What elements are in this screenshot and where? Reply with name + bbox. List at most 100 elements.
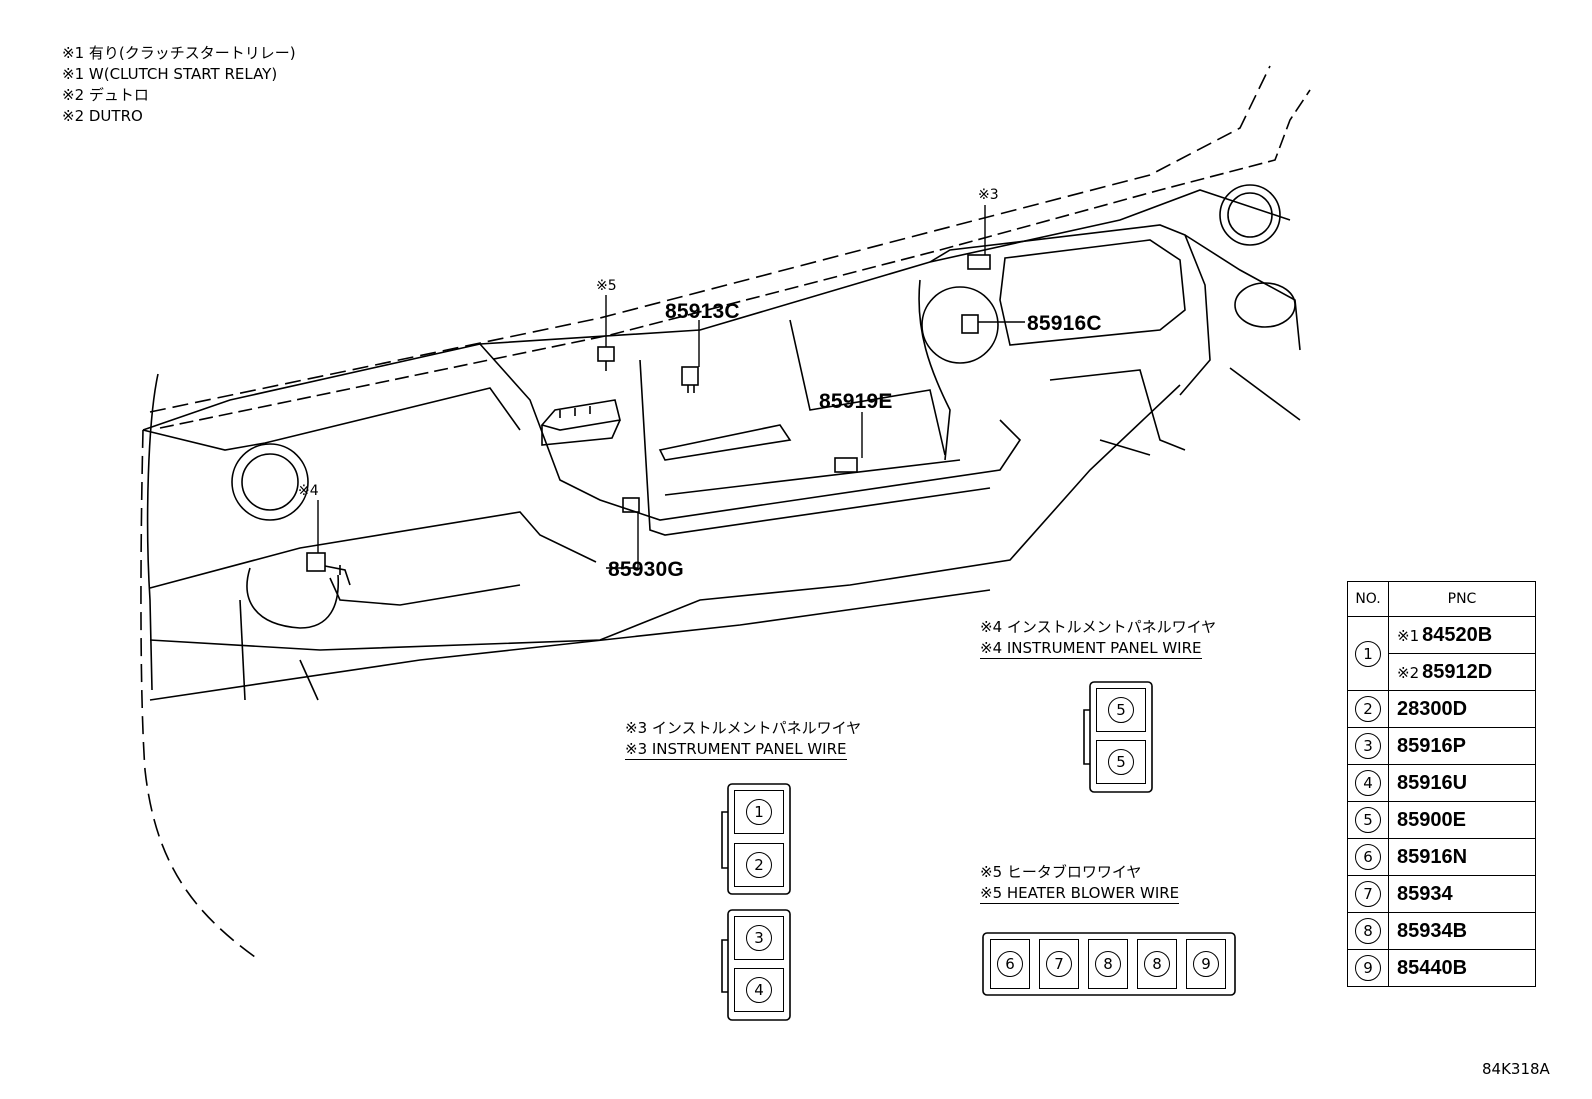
table-row: 6 85916N (1347, 838, 1536, 876)
row-prefix: ※2 (1397, 663, 1420, 682)
slot-box: 4 (734, 968, 784, 1012)
wire3-title: ※3 インストルメントパネルワイヤ ※3 INSTRUMENT PANEL WI… (625, 718, 861, 760)
row-number-cell: 6 (1347, 838, 1389, 876)
row-number-cell: 4 (1347, 764, 1389, 802)
row-number: 7 (1355, 881, 1381, 907)
table-row: 5 85900E (1347, 801, 1536, 839)
connector-85930G (622, 497, 640, 513)
slot-number: 3 (746, 925, 772, 951)
connector-box-wire3 (721, 783, 791, 1021)
note-2-en: ※2 DUTRO (62, 107, 143, 125)
wire5-title-jp: ※5 ヒータブロワワイヤ (980, 863, 1142, 881)
table-row: 2 28300D (1347, 690, 1536, 728)
row-number: 8 (1355, 918, 1381, 944)
row-number: 5 (1355, 807, 1381, 833)
slot-box: 8 (1137, 939, 1177, 989)
row-pnc: 85916N (1388, 838, 1536, 876)
row-number-cell: 5 (1347, 801, 1389, 839)
row-pnc: 85934 (1388, 875, 1536, 913)
slot-number: 8 (1144, 951, 1170, 977)
row-pnc: 84520B (1422, 623, 1493, 646)
notes-block: ※1 有り(クラッチスタートリレー) ※1 W(CLUTCH START REL… (62, 43, 296, 127)
table-row: 4 85916U (1347, 764, 1536, 802)
slot-number: 7 (1046, 951, 1072, 977)
row-number: 3 (1355, 733, 1381, 759)
slot-number: 1 (746, 799, 772, 825)
junction-block (540, 399, 621, 446)
connector-ref4-component (306, 552, 351, 586)
label-ref5: ※5 (596, 278, 617, 294)
slot-number: 2 (746, 852, 772, 878)
header-no: NO. (1347, 581, 1389, 617)
connector-box-wire5 (982, 932, 1236, 996)
slot-box: 5 (1096, 740, 1146, 784)
row-pnc: 85916U (1388, 764, 1536, 802)
row-number-cell: 9 (1347, 949, 1389, 987)
label-85913C: 85913C (665, 300, 740, 323)
row-pnc: 85916P (1388, 727, 1536, 765)
row-number: 2 (1355, 696, 1381, 722)
note-1-en: ※1 W(CLUTCH START RELAY) (62, 65, 278, 83)
row-number: 4 (1355, 770, 1381, 796)
relay-85913C (681, 366, 699, 393)
table-header-row: NO. PNC (1347, 581, 1536, 617)
slot-box: 1 (734, 790, 784, 834)
row-number-cell: 8 (1347, 912, 1389, 950)
wire3-title-jp: ※3 インストルメントパネルワイヤ (625, 719, 862, 737)
slot-box: 7 (1039, 939, 1079, 989)
slot-number: 5 (1108, 697, 1134, 723)
connector-ref3-component (967, 254, 991, 270)
figure-code: 84K318A (1482, 1060, 1550, 1078)
table-row: 8 85934B (1347, 912, 1536, 950)
slot-box: 5 (1096, 688, 1146, 732)
row-pnc: 85912D (1422, 660, 1493, 683)
row-number-cell: 3 (1347, 727, 1389, 765)
row-number-cell: 1 (1347, 616, 1389, 691)
wire5-title-en: ※5 HEATER BLOWER WIRE (980, 884, 1180, 904)
label-85919E: 85919E (819, 390, 893, 413)
row-number-cell: 2 (1347, 690, 1389, 728)
wire4-title-en: ※4 INSTRUMENT PANEL WIRE (980, 639, 1202, 659)
row-pnc: 28300D (1388, 690, 1536, 728)
label-85930G: 85930G (608, 558, 684, 581)
connector-ref5-component (597, 346, 615, 371)
table-row: 7 85934 (1347, 875, 1536, 913)
row-number: 9 (1355, 955, 1381, 981)
note-1-jp: ※1 有り(クラッチスタートリレー) (62, 44, 296, 62)
slot-number: 6 (997, 951, 1023, 977)
row-number-cell: 7 (1347, 875, 1389, 913)
slot-box: 3 (734, 916, 784, 960)
label-85916C: 85916C (1027, 312, 1102, 335)
row-pnc: 85900E (1388, 801, 1536, 839)
note-2-jp: ※2 デュトロ (62, 86, 149, 104)
table-row: 9 85440B (1347, 949, 1536, 987)
wire4-title: ※4 インストルメントパネルワイヤ ※4 INSTRUMENT PANEL WI… (980, 617, 1216, 659)
row-number: 1 (1355, 640, 1381, 667)
slot-box: 2 (734, 843, 784, 887)
wire4-title-jp: ※4 インストルメントパネルワイヤ (980, 618, 1217, 636)
wire3-title-en: ※3 INSTRUMENT PANEL WIRE (625, 740, 847, 760)
label-ref3: ※3 (978, 187, 999, 203)
connector-box-wire4 (1083, 681, 1153, 793)
slot-number: 9 (1193, 951, 1219, 977)
label-ref4: ※4 (298, 483, 319, 499)
row-pnc: 85934B (1388, 912, 1536, 950)
dashboard-outline (140, 65, 1311, 958)
row-prefix: ※1 (1397, 626, 1420, 645)
wire5-title: ※5 ヒータブロワワイヤ ※5 HEATER BLOWER WIRE (980, 862, 1180, 904)
row-pnc: 85440B (1388, 949, 1536, 987)
slot-number: 5 (1108, 749, 1134, 775)
header-pnc: PNC (1388, 581, 1536, 617)
slot-box: 9 (1186, 939, 1226, 989)
slot-number: 4 (746, 977, 772, 1003)
connector-85919E (834, 457, 858, 473)
connector-85916C (961, 314, 979, 334)
slot-number: 8 (1095, 951, 1121, 977)
row-number: 6 (1355, 844, 1381, 870)
leader-lines (317, 205, 1025, 569)
